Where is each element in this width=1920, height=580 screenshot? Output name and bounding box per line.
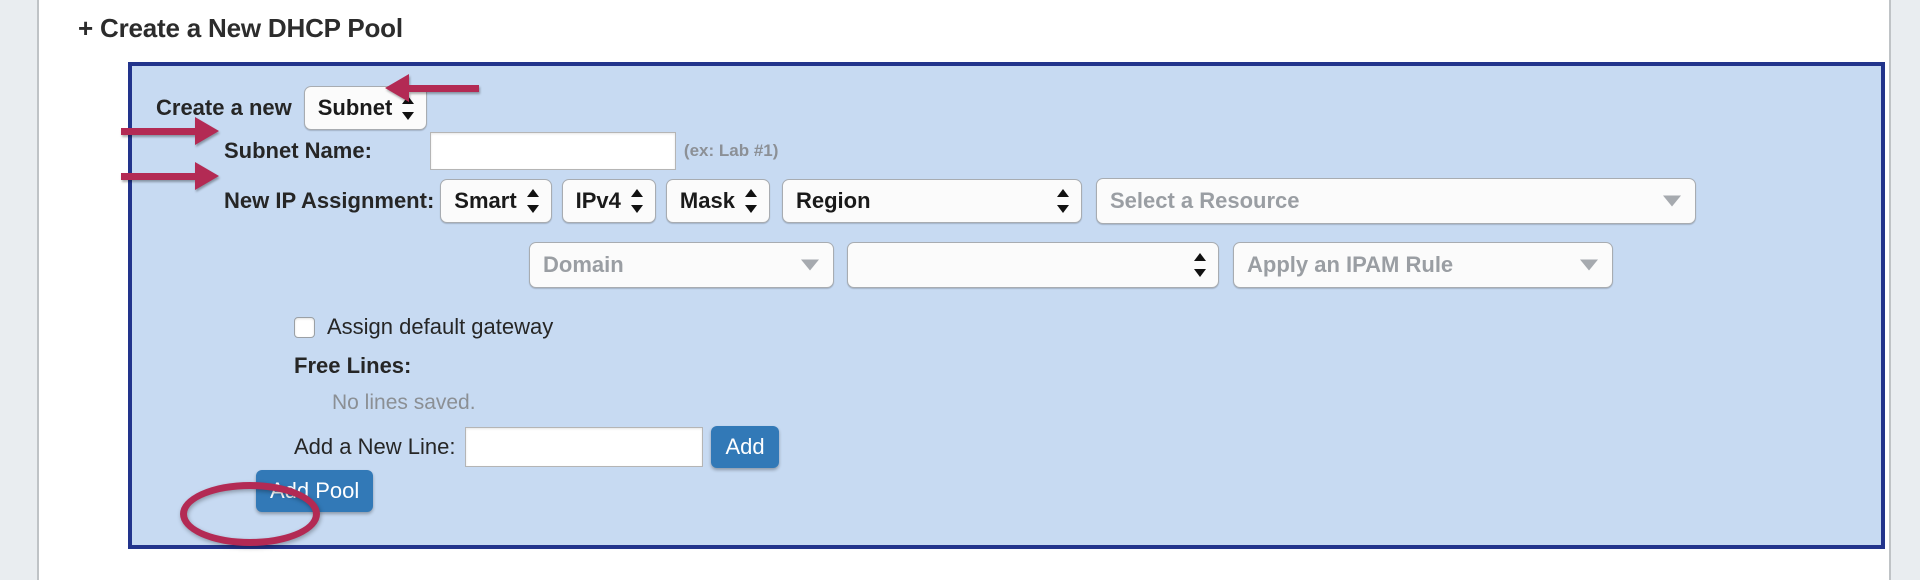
domain-select-value: Domain [543,252,624,277]
updown-chevron-icon [1056,188,1070,214]
add-a-new-line-row: Add a New Line: Add [294,426,779,468]
page-gutter-left [0,0,39,580]
blank-select[interactable] [847,242,1219,288]
new-ip-assignment-label: New IP Assignment: [224,188,435,213]
free-lines-empty-message: No lines saved. [332,391,476,414]
ip-assignment-mode-select[interactable]: Smart [440,179,552,223]
ip-mask-select[interactable]: Mask [665,179,770,223]
page-gutter-right [1889,0,1920,580]
domain-select[interactable]: Domain [529,242,834,288]
create-a-new-row: Create a new Subnet [156,86,428,130]
ipam-rule-select[interactable]: Apply an IPAM Rule [1233,242,1613,288]
subnet-name-input[interactable] [429,132,676,170]
assign-default-gateway-label: Assign default gateway [327,314,554,339]
updown-chevron-icon [1194,252,1207,278]
chevron-down-icon [1580,259,1598,271]
updown-chevron-icon [402,95,415,121]
chevron-down-icon [1662,195,1681,207]
ip-assignment-mode-value: Smart [454,188,517,213]
subnet-name-label: Subnet Name: [224,138,372,163]
ip-family-value: IPv4 [575,188,621,213]
assign-default-gateway-checkbox[interactable] [294,316,315,338]
free-lines-heading-row: Free Lines: [294,353,411,379]
create-dhcp-pool-panel: Create a new Subnet Subnet Name: (ex: La… [128,62,1885,549]
resource-select-value: Select a Resource [1109,188,1300,213]
ip-scope-value: Region [795,188,871,213]
add-a-new-line-input[interactable] [465,427,704,467]
resource-select[interactable]: Select a Resource [1095,178,1696,224]
create-type-select-value: Subnet [317,95,393,120]
add-pool-button[interactable]: Add Pool [256,470,374,512]
ipam-rule-select-value: Apply an IPAM Rule [1247,252,1454,277]
new-ip-assignment-row: New IP Assignment: Smart IPv4 Mask Regio… [224,178,1696,224]
free-lines-label: Free Lines: [294,353,412,378]
page-title: + Create a New DHCP Pool [78,13,403,43]
subnet-name-row: Subnet Name: (ex: Lab #1) [224,132,778,170]
add-a-new-line-label: Add a New Line: [294,434,456,459]
add-line-button[interactable]: Add [711,426,779,468]
ip-assignment-second-row: Domain Apply an IPAM Rule [529,242,1613,288]
add-pool-row: Add Pool [256,470,374,512]
ip-mask-value: Mask [679,188,735,213]
create-a-new-label: Create a new [156,95,292,120]
updown-chevron-icon [526,188,540,214]
ip-scope-select[interactable]: Region [781,179,1082,223]
chevron-down-icon [801,259,819,271]
ip-family-select[interactable]: IPv4 [561,179,656,223]
updown-chevron-icon [744,188,758,214]
free-lines-empty-row: No lines saved. [332,391,476,415]
assign-default-gateway-row: Assign default gateway [294,314,553,340]
create-type-select[interactable]: Subnet [303,86,428,130]
subnet-name-hint: (ex: Lab #1) [683,141,779,160]
updown-chevron-icon [630,188,644,214]
